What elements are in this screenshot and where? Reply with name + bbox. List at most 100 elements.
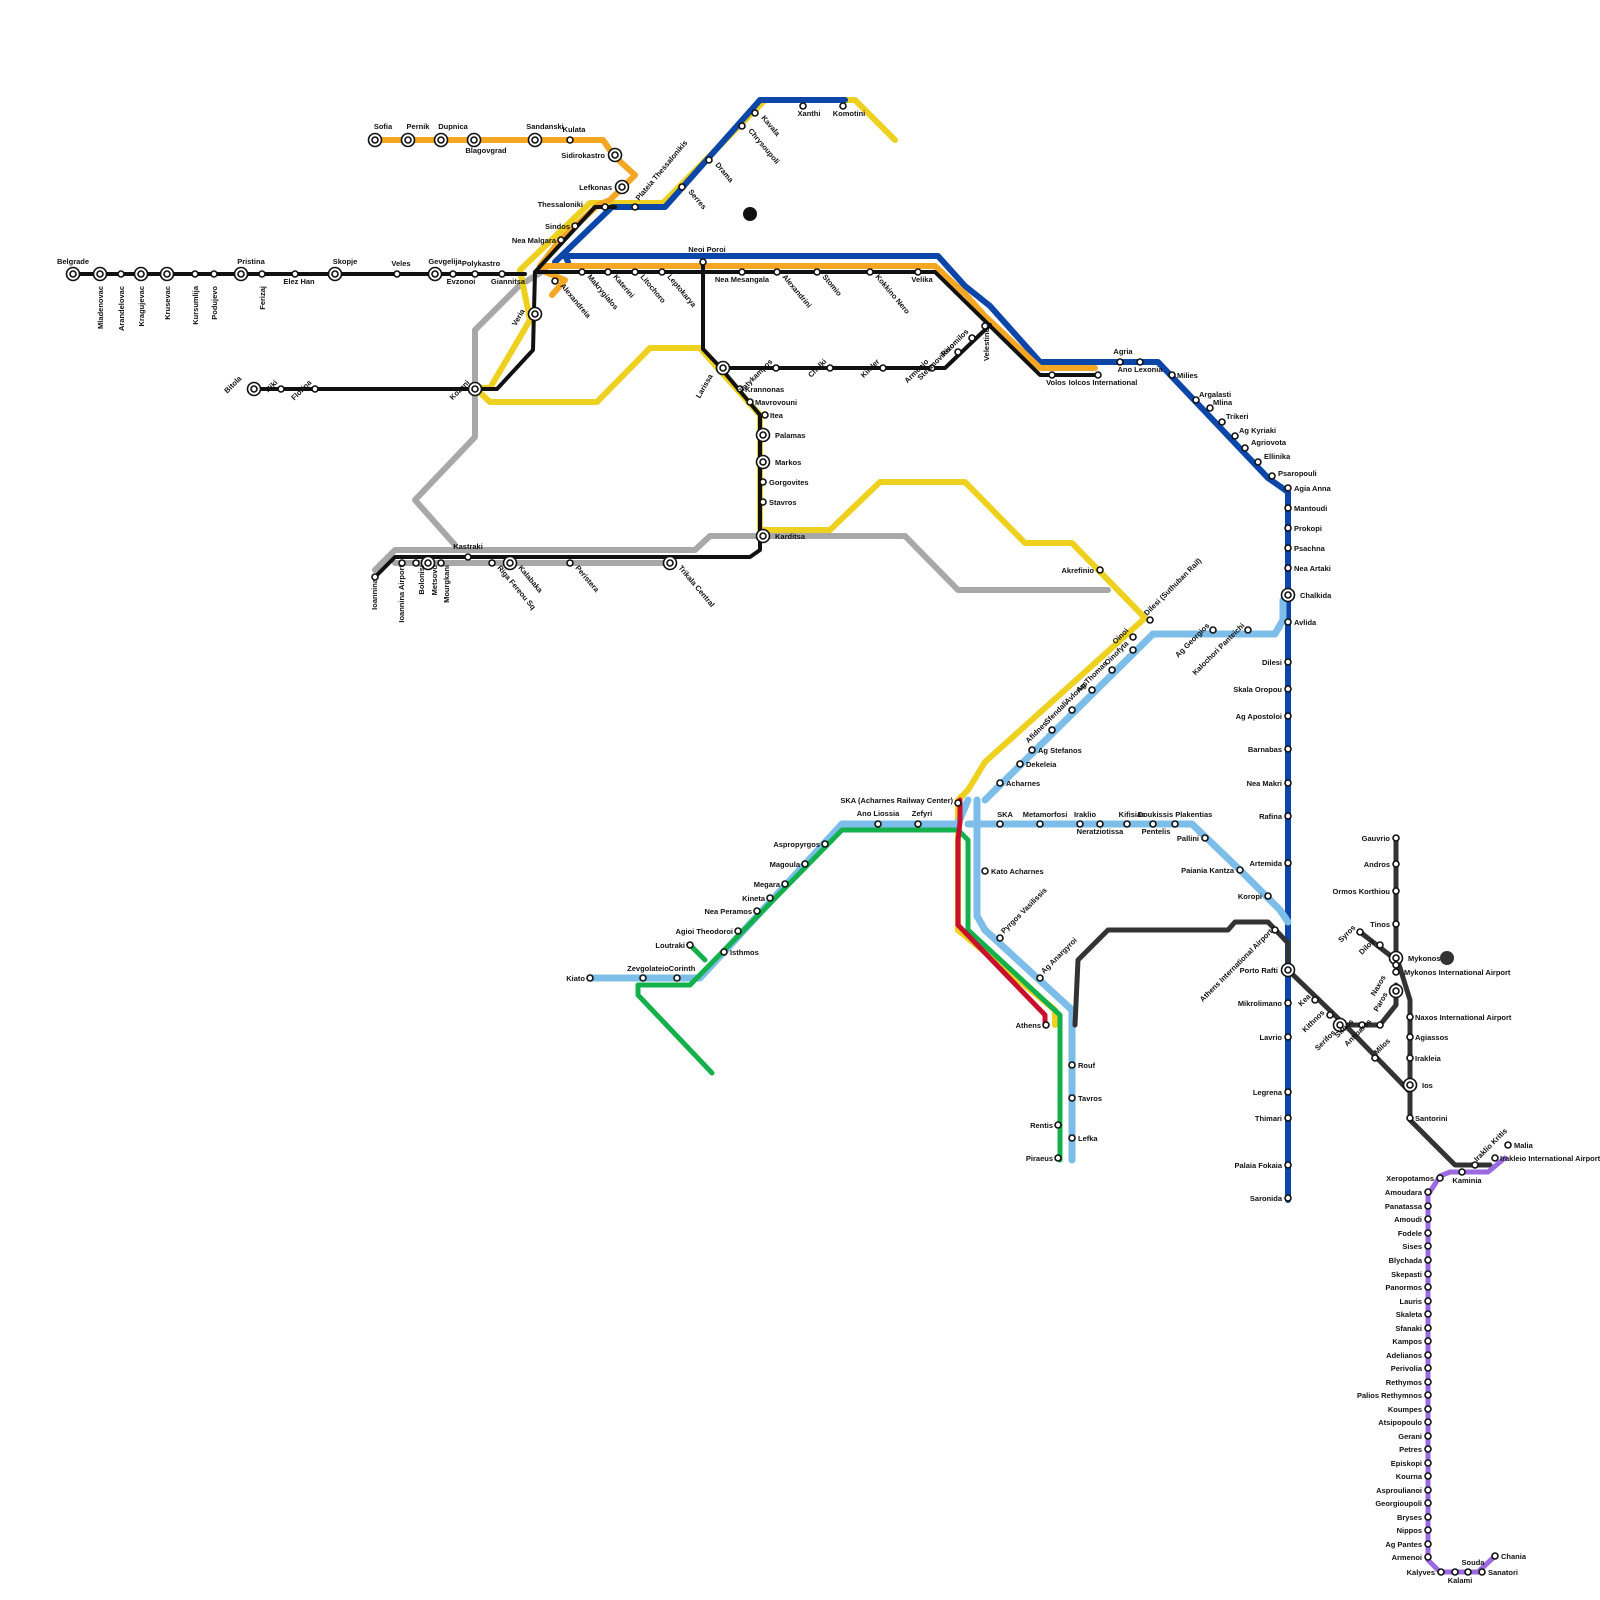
station-naxos[interactable] [1393, 962, 1399, 968]
station-dilos[interactable] [1377, 942, 1383, 948]
station-arandelovac[interactable] [118, 271, 124, 277]
station-lauris[interactable] [1425, 1298, 1431, 1304]
station-veles[interactable] [394, 271, 400, 277]
station-oinofyta[interactable] [1130, 647, 1136, 653]
station-nea-artaki[interactable] [1285, 565, 1291, 571]
station-plateia-thessalonikis[interactable] [632, 204, 638, 210]
station-atsipopoulo[interactable] [1425, 1419, 1431, 1425]
station-mavrovouni[interactable] [747, 399, 753, 405]
station-amoudara[interactable] [1425, 1189, 1431, 1195]
station-sfanaki[interactable] [1425, 1325, 1431, 1331]
station-souda[interactable] [1465, 1569, 1471, 1575]
station-kalyves[interactable] [1438, 1569, 1444, 1575]
station-akrefinio[interactable] [1097, 567, 1103, 573]
station-andros[interactable] [1393, 861, 1399, 867]
station-riga-fereou-sq[interactable] [489, 560, 495, 566]
station-florina[interactable] [312, 386, 318, 392]
station-gauvrio[interactable] [1393, 835, 1399, 841]
station-litochoro[interactable] [632, 269, 638, 275]
station-ska[interactable] [997, 821, 1003, 827]
station-doukissis-plakentias[interactable] [1172, 821, 1178, 827]
station-nea-makri[interactable] [1285, 780, 1291, 786]
station-sises[interactable] [1425, 1243, 1431, 1249]
station-skepasti[interactable] [1425, 1271, 1431, 1277]
station-paiania-kantza[interactable] [1237, 867, 1243, 873]
station-kavala[interactable] [752, 110, 758, 116]
station-kokkino-nero[interactable] [867, 269, 873, 275]
station-asproulianoi[interactable] [1425, 1487, 1431, 1493]
station-episkopi[interactable] [1425, 1460, 1431, 1466]
station-santorini[interactable] [1407, 1115, 1413, 1121]
station-mantoudi[interactable] [1285, 505, 1291, 511]
station-irakleio-international-airport[interactable] [1492, 1155, 1498, 1161]
station-kulata[interactable] [567, 137, 573, 143]
station-sindos[interactable] [572, 223, 578, 229]
station-acharnes[interactable] [997, 780, 1003, 786]
station-amoudi[interactable] [1425, 1216, 1431, 1222]
station-ska-acharnes-railway-center[interactable] [955, 800, 961, 806]
station-bryses[interactable] [1425, 1514, 1431, 1520]
station-palios-rethymnos[interactable] [1425, 1392, 1431, 1398]
station-athens[interactable] [1043, 1022, 1049, 1028]
station-agriovota[interactable] [1242, 445, 1248, 451]
station-piraeus[interactable] [1055, 1155, 1061, 1161]
station-isthmos[interactable] [721, 949, 727, 955]
station-chalki[interactable] [827, 365, 833, 371]
station-armenoi[interactable] [1425, 1554, 1431, 1560]
station-pyrgos-vasilissis[interactable] [997, 935, 1003, 941]
station-blychada[interactable] [1425, 1257, 1431, 1263]
station-podujevo[interactable] [211, 271, 217, 277]
station-rafina[interactable] [1285, 813, 1291, 819]
station-rouf[interactable] [1069, 1062, 1075, 1068]
station-lavrio[interactable] [1285, 1034, 1291, 1040]
station-sanatori[interactable] [1479, 1569, 1485, 1575]
station-kalami[interactable] [1452, 1569, 1458, 1575]
station-ag-thomas[interactable] [1109, 667, 1115, 673]
station-peristera[interactable] [567, 560, 573, 566]
station-makrygialos[interactable] [579, 269, 585, 275]
station-corinth[interactable] [674, 975, 680, 981]
station-koropi[interactable] [1265, 893, 1271, 899]
station-kea[interactable] [1312, 997, 1318, 1003]
station-magoula[interactable] [802, 861, 808, 867]
station-palaia-fokaia[interactable] [1285, 1162, 1291, 1168]
station-naxos-international-airport[interactable] [1407, 1014, 1413, 1020]
station-neoi-poroi[interactable] [700, 259, 706, 265]
station-milies[interactable] [1169, 372, 1175, 378]
station-koumpes[interactable] [1425, 1406, 1431, 1412]
station-pallini[interactable] [1202, 835, 1208, 841]
station-barnabas[interactable] [1285, 746, 1291, 752]
station-kifisias[interactable] [1124, 821, 1130, 827]
station-katerini[interactable] [605, 269, 611, 275]
station-irakleia[interactable] [1407, 1055, 1413, 1061]
station-avlonas[interactable] [1089, 687, 1095, 693]
station-thimari[interactable] [1285, 1115, 1291, 1121]
station-antiparos[interactable] [1377, 1022, 1383, 1028]
station-chrysoupoli[interactable] [739, 123, 745, 129]
station-metamorfosi[interactable] [1037, 821, 1043, 827]
station-kileler[interactable] [880, 365, 886, 371]
station-tavros[interactable] [1069, 1095, 1075, 1101]
station-adelianos[interactable] [1425, 1352, 1431, 1358]
station-gerani[interactable] [1425, 1433, 1431, 1439]
station-agia-anna[interactable] [1285, 485, 1291, 491]
station-stomio[interactable] [814, 269, 820, 275]
station-kato-acharnes[interactable] [982, 868, 988, 874]
station-agiassos[interactable] [1407, 1034, 1413, 1040]
station-zevgolateio[interactable] [640, 975, 646, 981]
station-psaropouli[interactable] [1269, 473, 1275, 479]
station-kampos[interactable] [1425, 1338, 1431, 1344]
station-serres[interactable] [679, 184, 685, 190]
station-ormos-korthiou[interactable] [1393, 888, 1399, 894]
station-artemida[interactable] [1285, 860, 1291, 866]
station-kithnos[interactable] [1327, 1012, 1333, 1018]
station-ellinika[interactable] [1255, 459, 1261, 465]
station-ag-kyriaki[interactable] [1232, 433, 1238, 439]
station-alexandrini[interactable] [774, 269, 780, 275]
station-skaleta[interactable] [1425, 1311, 1431, 1317]
station-kiato[interactable] [587, 975, 593, 981]
station-megara[interactable] [782, 881, 788, 887]
station-ag-anargyroi[interactable] [1037, 975, 1043, 981]
station-rizomilos[interactable] [969, 335, 975, 341]
station-skala-oropou[interactable] [1285, 686, 1291, 692]
